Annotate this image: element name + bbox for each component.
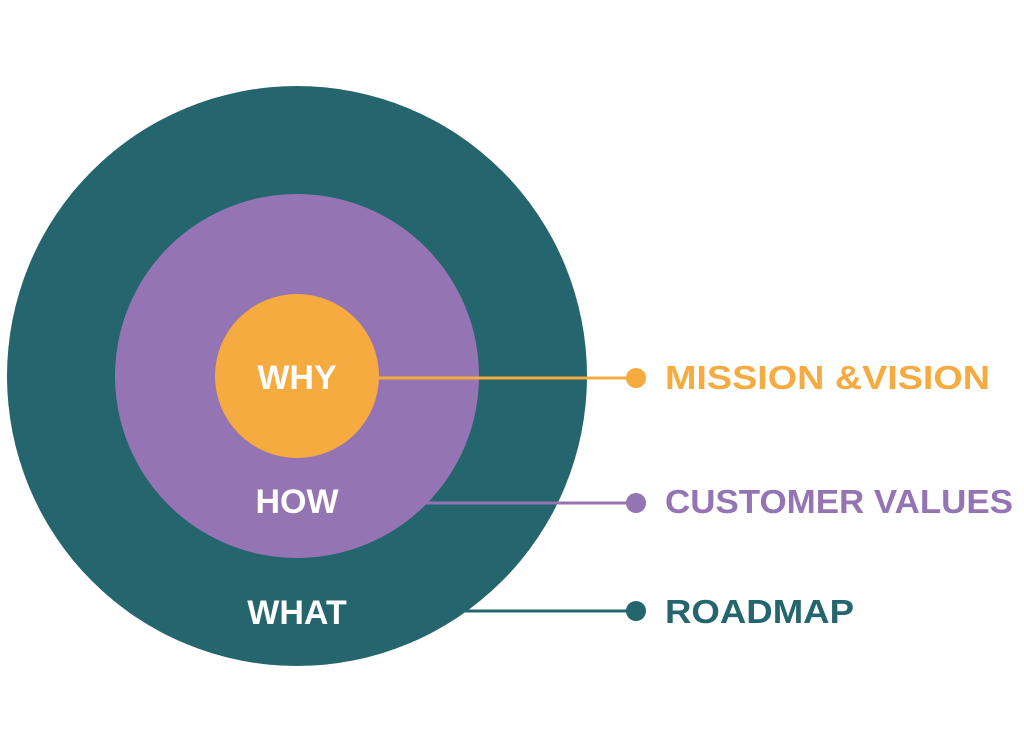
- customer-connector-dot: [626, 493, 646, 513]
- why-label: WHY: [257, 359, 337, 397]
- mission-vision-label: MISSION &VISION: [665, 359, 990, 396]
- mission-connector-dot: [626, 368, 646, 388]
- customer-values-label: CUSTOMER VALUES: [665, 483, 1013, 520]
- roadmap-connector-dot: [626, 601, 646, 621]
- roadmap-label: ROADMAP: [665, 593, 854, 630]
- how-label: HOW: [255, 483, 339, 521]
- why-circle: [215, 294, 379, 458]
- what-label: WHAT: [247, 594, 347, 632]
